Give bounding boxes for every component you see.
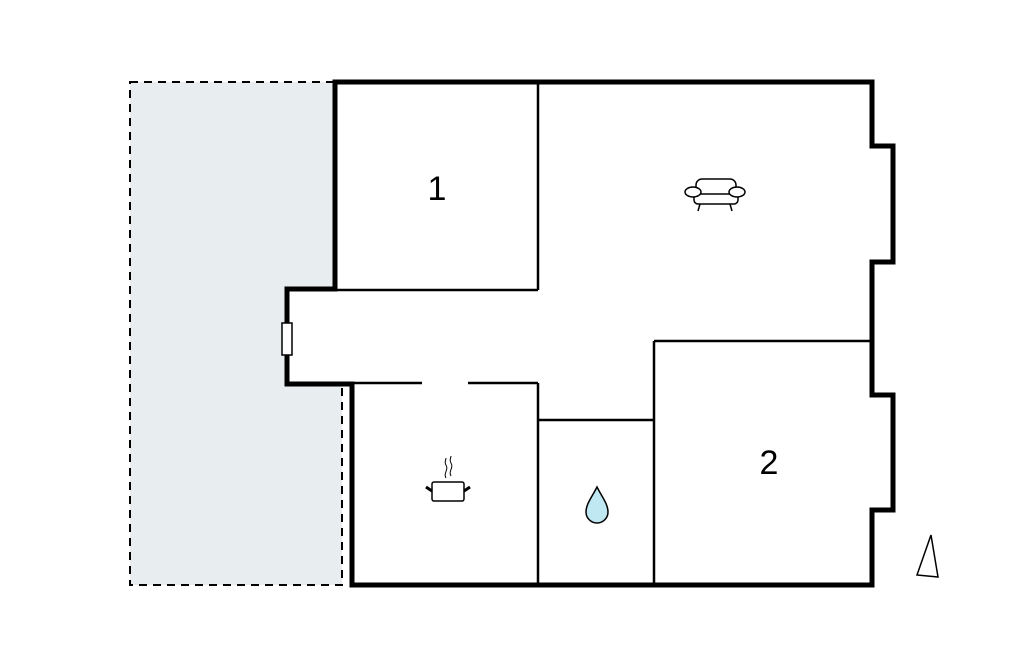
apartment-interior xyxy=(287,82,893,585)
water-drop-icon xyxy=(585,485,609,524)
cooking-pot-icon xyxy=(425,455,471,502)
north-arrow-icon xyxy=(915,534,939,578)
interior-walls xyxy=(335,82,872,585)
sofa-icon xyxy=(684,178,746,212)
room-label-2: 2 xyxy=(760,444,779,482)
room-label-1: 1 xyxy=(428,170,447,208)
window xyxy=(281,322,293,356)
